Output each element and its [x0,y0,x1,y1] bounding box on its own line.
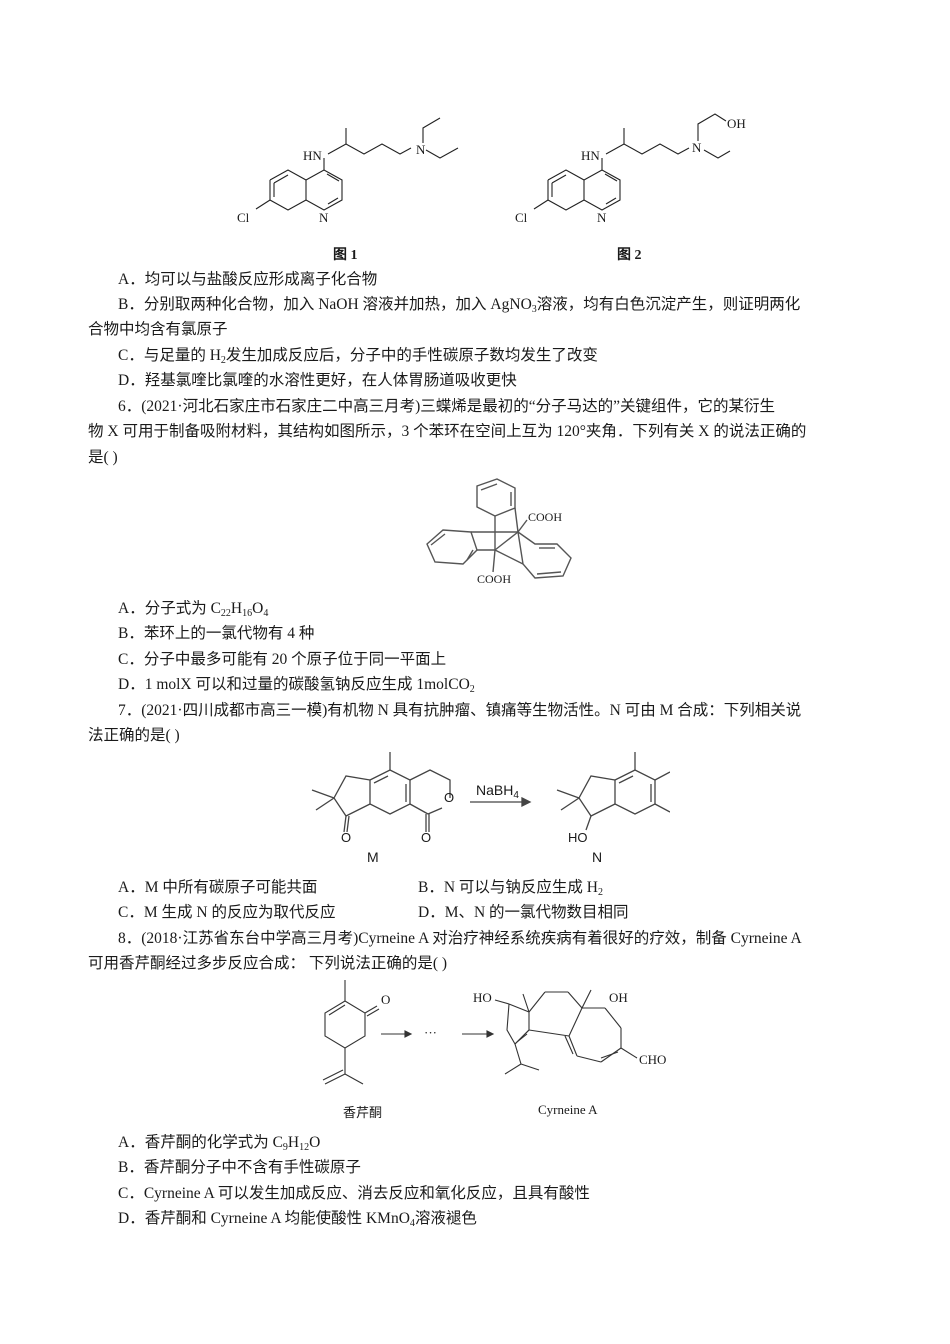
figure-triptycene-derivative: COOH COOH [415,474,585,589]
cooh-top-label: COOH [528,510,563,524]
q7-stem-line1: 7．(2021·四川成都市高三一模)有机物 N 具有抗肿瘤、镇痛等生物活性。N … [118,702,802,719]
q8-option-a: A．香芹酮的化学式为 C9H12O [118,1134,321,1153]
ring-n-label: N [319,210,329,225]
q7-option-c: C．M 生成 N 的反应为取代反应 [118,904,336,921]
q6-option-d: D．1 molX 可以和过量的碳酸氢钠反应生成 1molCO2 [118,676,475,695]
figure-hydroxychloroquine: HN N OH Cl N [508,108,758,238]
figure-2-caption: 图 2 [617,248,642,263]
figure-chloroquine: HN N Cl N [230,108,470,238]
q6-stem-line3: 是( ) [88,449,118,466]
label-cyrneine: Cyrneine A [538,1102,598,1117]
q8-option-b: B．香芹酮分子中不含有手性碳原子 [118,1159,361,1176]
hn-label: HN [581,148,600,163]
n-label: N [416,142,426,157]
m-carbonyl-o-label: O [421,830,432,845]
q8-option-d: D．香芹酮和 Cyrneine A 均能使酸性 KMnO4溶液褪色 [118,1210,477,1229]
figure-reaction-m-to-n: O O O NaBH4 HO M N [300,752,670,867]
n-ho-label: HO [568,830,588,845]
cho-label: CHO [639,1052,667,1067]
q7-option-d: D．M、N 的一氯代物数目相同 [418,904,629,921]
q7-option-a: A．M 中所有碳原子可能共面 [118,879,318,896]
q8-stem-line1: 8．(2018·江苏省东台中学高三月考)Cyrneine A 对治疗神经系统疾病… [118,930,802,947]
cooh-bottom-label: COOH [477,572,512,586]
ho-label: HO [473,990,492,1005]
q8-option-c: C．Cyrneine A 可以发生加成反应、消去反应和氧化反应，且具有酸性 [118,1185,590,1202]
dots-label: ··· [424,1025,437,1040]
q5-option-c: C．与足量的 H2发生加成反应后，分子中的手性碳原子数均发生了改变 [118,347,598,366]
label-carvone: 香芹酮 [343,1105,383,1120]
oh-label: OH [609,990,628,1005]
q6-option-c: C．分子中最多可能有 20 个原子位于同一平面上 [118,651,447,668]
q5-option-b-cont: 合物中均含有氯原子 [88,321,228,338]
q6-option-a: A．分子式为 C22H16O4 [118,600,269,619]
q6-option-b: B．苯环上的一氯代物有 4 种 [118,625,315,642]
q5-option-d: D．羟基氯喹比氯喹的水溶性更好，在人体胃肠道吸收更快 [118,372,517,389]
q5-option-b: B．分别取两种化合物，加入 NaOH 溶液并加热，加入 AgNO3溶液，均有白色… [118,296,801,315]
q7-stem-line2: 法正确的是( ) [88,727,180,744]
q8-stem-line2: 可用香芹酮经过多步反应合成： 下列说法正确的是( ) [88,955,448,972]
label-m: M [367,849,379,865]
ring-n-label: N [597,210,607,225]
q5-option-a: A．均可以与盐酸反应形成离子化合物 [118,271,378,288]
figure-1-caption: 图 1 [333,248,358,263]
n-label: N [692,140,702,155]
cl-label: Cl [237,210,250,225]
q6-stem-line2: 物 X 可用于制备吸附材料，其结构如图所示，3 个苯环在空间上互为 120°夹角… [88,423,807,440]
figure-carvone-to-cyrneine: O ··· HO OH CHO 香芹酮 Cyrneine A [305,978,685,1120]
reagent-label: NaBH4 [476,782,519,801]
q7-option-b: B．N 可以与钠反应生成 H2 [418,879,603,898]
carvone-o-label: O [381,992,391,1007]
oh-label: OH [727,116,746,131]
m-ketone-o-label: O [341,830,352,845]
hn-label: HN [303,148,322,163]
q6-stem-line1: 6．(2021·河北石家庄市石家庄二中高三月考)三蝶烯是最初的“分子马达的”关键… [118,398,775,415]
cl-label: Cl [515,210,528,225]
m-ring-o-label: O [444,790,455,805]
label-n: N [592,849,603,865]
